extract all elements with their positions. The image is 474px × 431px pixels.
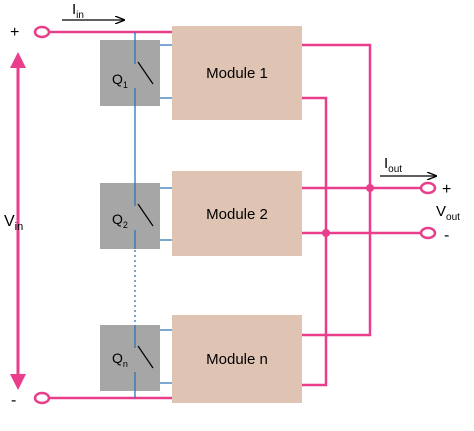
iin-label: Iin <box>72 1 84 21</box>
output-plus-sign: + <box>442 181 451 198</box>
module-n-label: Module n <box>206 351 268 368</box>
switch-q2-label: Q2 <box>112 211 128 230</box>
input-terminals <box>33 25 51 405</box>
vout-label: Vout <box>436 203 460 223</box>
module-1: Module 1 <box>172 26 302 120</box>
module-2-label: Module 2 <box>206 206 268 223</box>
switch-q1-label: Q1 <box>112 71 128 90</box>
switch-q2: Q2 <box>100 183 160 249</box>
module-1-label: Module 1 <box>206 65 268 82</box>
output-minus-sign: - <box>444 227 449 244</box>
switch-q1: Q1 <box>100 40 160 106</box>
input-minus-terminal <box>33 391 51 405</box>
junction-negative <box>322 229 330 237</box>
module-2: Module 2 <box>172 171 302 256</box>
input-minus-sign: - <box>11 392 16 409</box>
switch-qn-label: Qn <box>112 350 128 369</box>
module-n: Module n <box>172 315 302 403</box>
switch-qn: Qn <box>100 325 160 391</box>
power-wiring-dotted <box>325 200 371 320</box>
iout-label: Iout <box>384 155 402 175</box>
output-terminals <box>419 181 437 240</box>
junction-positive <box>366 184 374 192</box>
vin-arrow <box>10 52 26 390</box>
input-plus-sign: + <box>10 24 19 41</box>
input-plus-terminal <box>33 25 51 39</box>
output-minus-terminal <box>419 226 437 240</box>
vin-label: Vin <box>4 213 23 233</box>
output-plus-terminal <box>419 181 437 195</box>
